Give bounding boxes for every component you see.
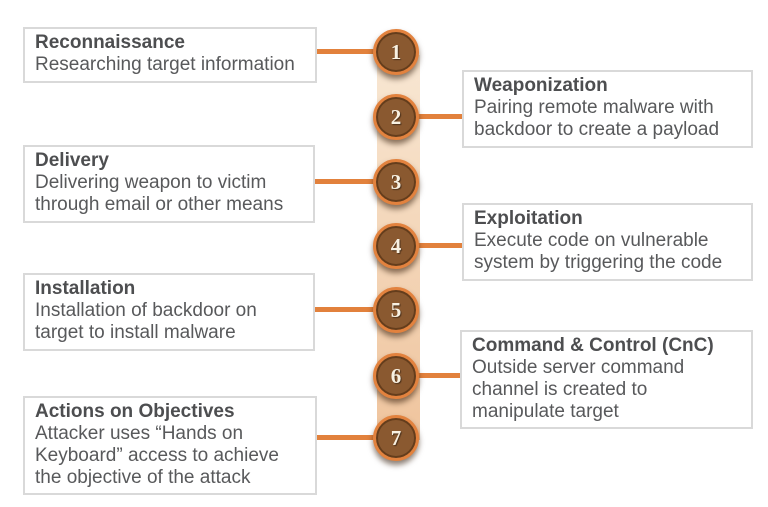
step-title: Actions on Objectives	[35, 401, 235, 422]
step-number: 5	[390, 297, 402, 322]
step-description: Delivering weapon to victim through emai…	[35, 171, 284, 215]
step-number: 1	[390, 39, 402, 64]
step-description: Outside server command channel is create…	[472, 356, 685, 422]
connector-line-1	[310, 49, 386, 54]
step-description: Pairing remote malware with backdoor to …	[474, 96, 720, 140]
step-box-command-and-control: Command & Control (CnC) Outside server c…	[460, 330, 753, 430]
step-number-badge-1: 1	[373, 29, 419, 75]
connector-line-4	[408, 243, 462, 248]
step-number-badge-4: 4	[373, 223, 419, 269]
step-number: 3	[390, 169, 402, 194]
step-number: 6	[390, 363, 402, 388]
step-description: Execute code on vulnerable system by tri…	[474, 229, 723, 273]
step-description: Researching target information	[35, 53, 295, 75]
step-title: Exploitation	[474, 208, 583, 229]
step-box-exploitation: Exploitation Execute code on vulnerable …	[462, 203, 753, 281]
step-number-badge-6: 6	[373, 353, 419, 399]
step-box-actions-on-objectives: Actions on Objectives Attacker uses “Han…	[23, 396, 317, 496]
step-number: 7	[390, 425, 402, 450]
step-title: Delivery	[35, 150, 109, 171]
step-title: Command & Control (CnC)	[472, 335, 714, 356]
step-number-badge-2: 2	[373, 94, 419, 140]
step-box-reconnaissance: Reconnaissance Researching target inform…	[23, 27, 317, 83]
connector-line-3	[308, 179, 386, 184]
step-box-delivery: Delivery Delivering weapon to victim thr…	[23, 145, 315, 223]
step-number-badge-7: 7	[373, 415, 419, 461]
step-box-weaponization: Weaponization Pairing remote malware wit…	[462, 70, 753, 148]
connector-line-2	[408, 114, 462, 119]
step-box-installation: Installation Installation of backdoor on…	[23, 273, 315, 351]
step-title: Reconnaissance	[35, 32, 185, 53]
connector-line-5	[308, 307, 386, 312]
step-number-badge-5: 5	[373, 287, 419, 333]
step-title: Weaponization	[474, 75, 608, 96]
step-title: Installation	[35, 278, 136, 299]
step-description: Installation of backdoor on target to in…	[35, 299, 257, 343]
step-description: Attacker uses “Hands on Keyboard” access…	[35, 422, 279, 488]
connector-line-6	[408, 373, 460, 378]
connector-line-7	[310, 435, 386, 440]
step-number-badge-3: 3	[373, 159, 419, 205]
step-number: 2	[390, 104, 402, 129]
step-number: 4	[390, 233, 402, 258]
